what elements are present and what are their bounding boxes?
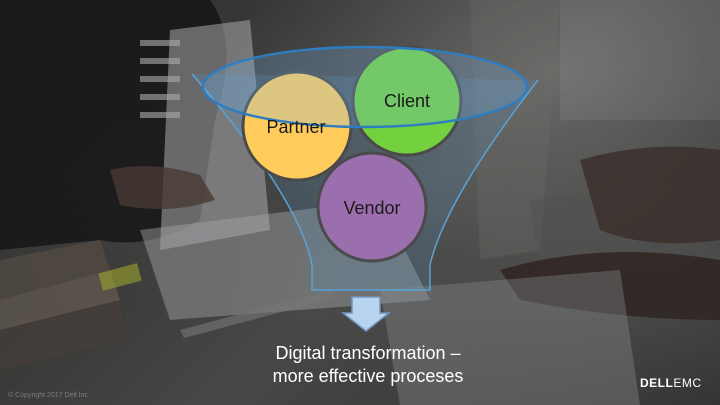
caption-line-1: Digital transformation – <box>275 343 461 363</box>
client-label: Client <box>384 91 430 111</box>
vendor-circle <box>316 151 428 263</box>
dell-emc-logo: DELLEMC <box>640 376 702 390</box>
caption: Digital transformation – more effective … <box>230 342 506 388</box>
logo-part-1: DELL <box>640 376 674 390</box>
caption-line-2: more effective proceses <box>272 366 464 386</box>
partner-label: Partner <box>266 117 325 137</box>
logo-part-2: EMC <box>673 376 702 390</box>
down-arrow-icon <box>340 296 392 332</box>
funnel-rim <box>201 45 529 129</box>
copyright-note: © Copyright 2017 Dell Inc. <box>8 392 90 399</box>
vendor-label: Vendor <box>343 198 400 218</box>
